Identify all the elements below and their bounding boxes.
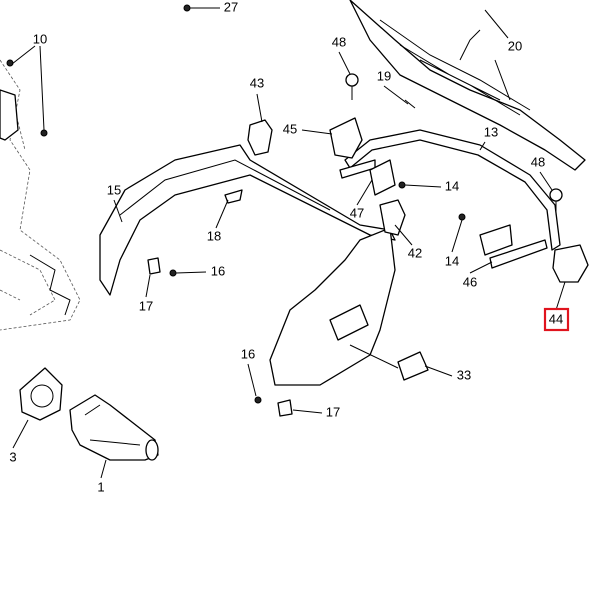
callout-48b[interactable]: 48 <box>531 154 545 169</box>
callout-10[interactable]: 10 <box>33 31 47 46</box>
callout-17b[interactable]: 17 <box>326 404 340 419</box>
callout-13[interactable]: 13 <box>484 124 498 139</box>
bumper-bar <box>339 129 561 269</box>
callout-1[interactable]: 1 <box>97 479 104 494</box>
callout-44-highlighted[interactable]: 44 <box>549 311 563 326</box>
callout-46[interactable]: 46 <box>463 274 477 289</box>
chassis-left <box>0 59 81 331</box>
frame-rack <box>349 0 586 171</box>
callout-14[interactable]: 14 <box>445 178 459 193</box>
callout-16[interactable]: 16 <box>211 263 225 278</box>
callout-18[interactable]: 18 <box>207 228 221 243</box>
small-parts <box>6 4 589 417</box>
front-cover <box>269 227 429 386</box>
callout-3[interactable]: 3 <box>9 449 16 464</box>
callout-45[interactable]: 45 <box>283 121 297 136</box>
callout-43[interactable]: 43 <box>250 75 264 90</box>
callout-19[interactable]: 19 <box>377 68 391 83</box>
callout-48[interactable]: 48 <box>332 34 346 49</box>
callout-labels: 27 10 48 20 19 43 45 13 48 15 14 47 18 4… <box>9 0 570 494</box>
callout-14b[interactable]: 14 <box>445 253 459 268</box>
leader-lines <box>11 7 566 479</box>
boot-parts <box>19 367 159 461</box>
callout-17[interactable]: 17 <box>139 298 153 313</box>
callout-15[interactable]: 15 <box>107 182 121 197</box>
callout-33[interactable]: 33 <box>457 367 471 382</box>
callout-20[interactable]: 20 <box>508 38 522 53</box>
callout-16b[interactable]: 16 <box>241 346 255 361</box>
highlight-box <box>543 307 570 332</box>
callout-42[interactable]: 42 <box>408 245 422 260</box>
callout-27[interactable]: 27 <box>224 0 238 14</box>
callout-47[interactable]: 47 <box>350 205 364 220</box>
